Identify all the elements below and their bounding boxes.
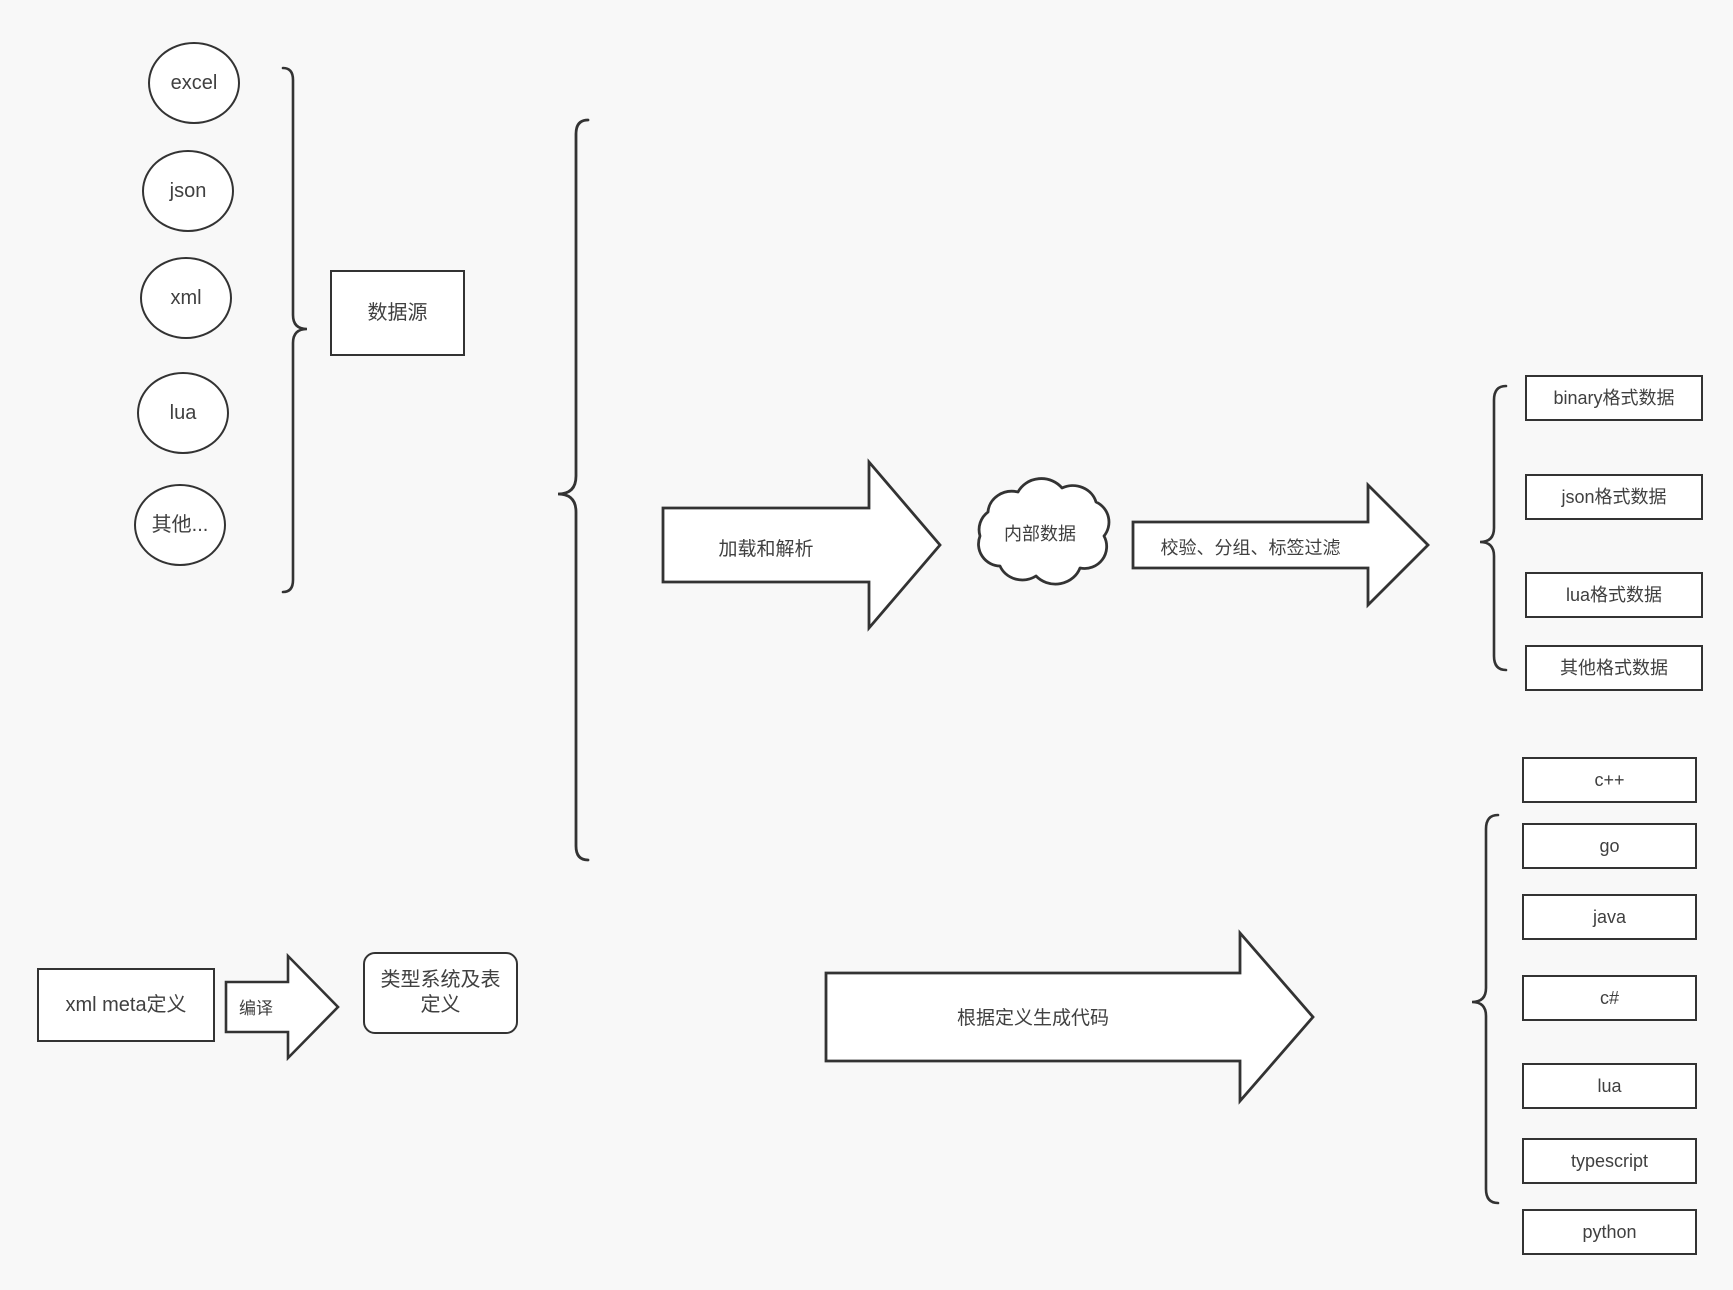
language-label: python (1582, 1221, 1637, 1242)
language-box-go[interactable]: go (1522, 823, 1697, 869)
source-label: excel (170, 71, 218, 94)
format-label: lua格式数据 (1565, 584, 1663, 605)
compile-arrow-label: 编译 (239, 999, 273, 1018)
format-box-lua[interactable]: lua格式数据 (1525, 572, 1703, 618)
format-box-binary[interactable]: binary格式数据 (1525, 375, 1703, 421)
type-system-label: 类型系统及表定义 (380, 969, 501, 1016)
language-label: typescript (1570, 1150, 1649, 1171)
xml-meta-label: xml meta定义 (65, 993, 187, 1016)
filter-arrow-label: 校验、分组、标签过滤 (1160, 538, 1341, 558)
format-label: 其他格式数据 (1560, 657, 1668, 678)
language-label: go (1599, 835, 1620, 856)
language-box-java[interactable]: java (1522, 894, 1697, 940)
language-box-python[interactable]: python (1522, 1209, 1697, 1255)
source-ellipse-xml[interactable]: xml (140, 257, 232, 339)
data-source-box[interactable]: 数据源 (330, 270, 465, 356)
source-label: 其他... (151, 513, 209, 536)
language-label: java (1592, 906, 1627, 927)
language-box-typescript[interactable]: typescript (1522, 1138, 1697, 1184)
language-label: c# (1599, 987, 1619, 1008)
source-ellipse-other[interactable]: 其他... (134, 484, 226, 566)
format-label: json格式数据 (1561, 486, 1667, 507)
internal-data-label: 内部数据 (1004, 524, 1076, 544)
source-label: json (169, 179, 207, 202)
formats-brace-icon (1479, 384, 1508, 672)
source-ellipse-json[interactable]: json (142, 150, 234, 232)
type-system-box[interactable]: 类型系统及表定义 (363, 952, 518, 1034)
format-box-other[interactable]: 其他格式数据 (1525, 645, 1703, 691)
load-parse-arrow-label: 加载和解析 (718, 539, 814, 560)
inputs-brace-icon (557, 118, 590, 862)
language-label: c++ (1594, 769, 1625, 790)
language-box-lua[interactable]: lua (1522, 1063, 1697, 1109)
data-source-label: 数据源 (367, 301, 428, 324)
format-label: binary格式数据 (1553, 387, 1675, 408)
language-label: lua (1597, 1075, 1622, 1096)
source-label: xml (170, 286, 202, 309)
source-ellipse-lua[interactable]: lua (137, 372, 229, 454)
xml-meta-definition-box[interactable]: xml meta定义 (37, 968, 215, 1042)
source-label: lua (169, 401, 197, 424)
format-box-json[interactable]: json格式数据 (1525, 474, 1703, 520)
language-box-cpp[interactable]: c++ (1522, 757, 1697, 803)
codegen-arrow-label: 根据定义生成代码 (956, 1008, 1109, 1029)
sources-brace-icon (281, 66, 308, 594)
language-box-csharp[interactable]: c# (1522, 975, 1697, 1021)
languages-brace-icon (1471, 813, 1500, 1205)
source-ellipse-excel[interactable]: excel (148, 42, 240, 124)
